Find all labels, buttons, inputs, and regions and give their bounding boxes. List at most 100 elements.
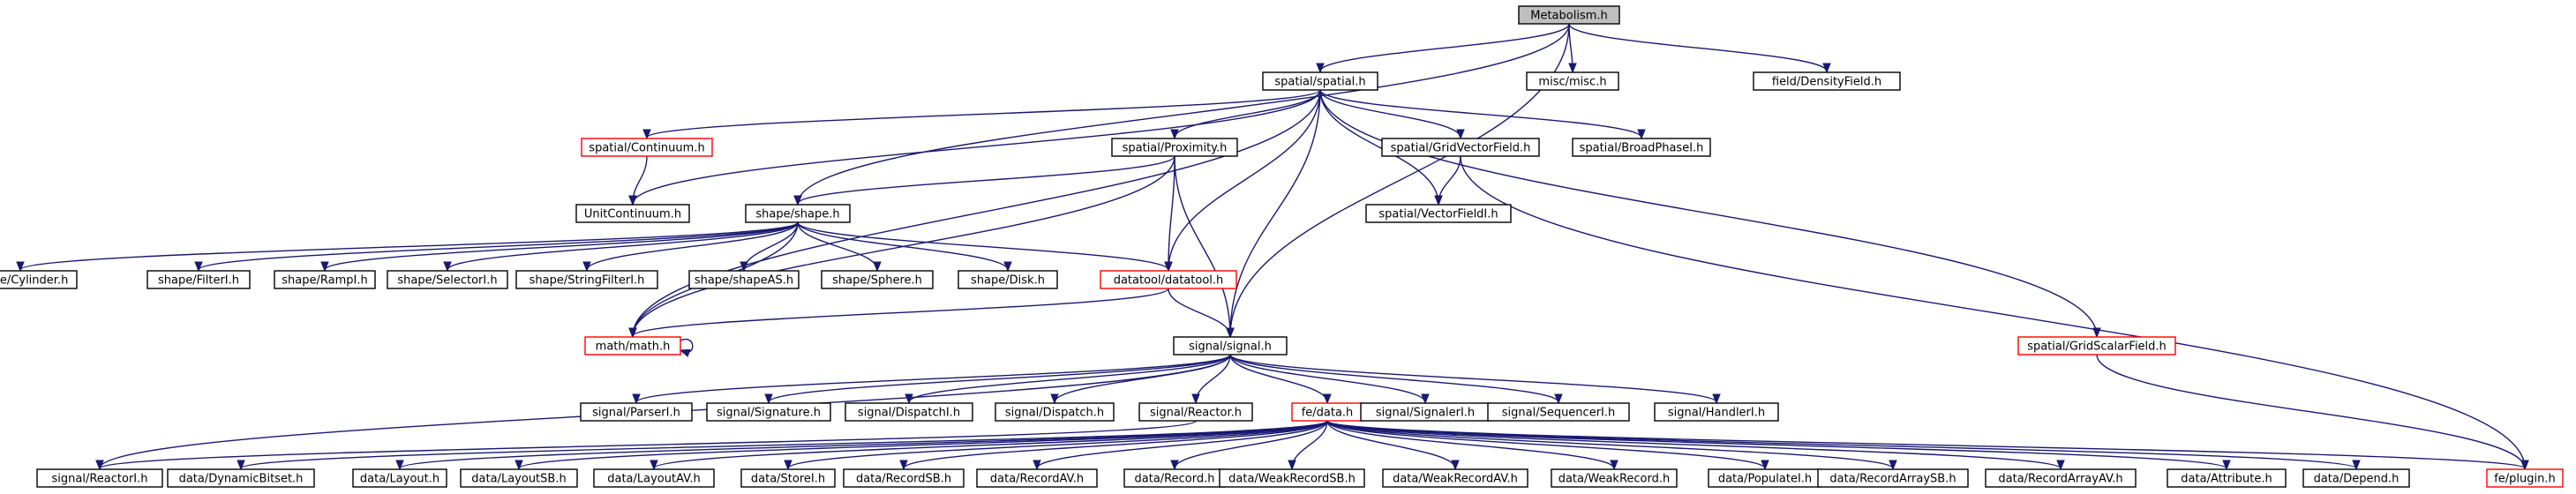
edge-arrowhead [1226,327,1235,339]
node-signal-signal-h[interactable]: signal/signal.h [1173,336,1288,356]
node-label: signal/Dispatch.h [1005,407,1104,420]
node-unitcontinuum-h[interactable]: UnitContinuum.h [575,204,690,223]
node-label: signal/DispatchI.h [858,407,960,420]
node-box [706,402,831,422]
node-data-depend-h[interactable]: data/Depend.h [2302,468,2410,488]
edge-arrowhead [2352,460,2361,471]
edge-arrowhead [514,460,523,471]
node-label: signal/ReactorI.h [52,473,148,486]
node-spatial-vectorfieldi-h[interactable]: spatial/VectorFieldI.h [1365,204,1512,223]
node-fe-data-h[interactable]: fe/data.h [1291,402,1363,422]
edge-arrowhead [320,261,329,273]
edge-line [1319,89,1642,138]
node-data-recordsb-h[interactable]: data/RecordSB.h [843,468,965,488]
edge-arrowhead [1889,460,1897,471]
node-spatial-continuum-h[interactable]: spatial/Continuum.h [581,138,713,157]
node-signal-reactori-h[interactable]: signal/ReactorI.h [36,468,163,488]
node-shape-disk-h[interactable]: shape/Disk.h [958,270,1058,289]
node-data-weakrecord-h[interactable]: data/WeakRecord.h [1551,468,1678,488]
edge-fedata-to-record [1170,420,1328,471]
node-shape-stringfilteri-h[interactable]: shape/StringFilterI.h [515,270,658,289]
node-shape-filteri-h[interactable]: shape/FilterI.h [146,270,251,289]
node-box [0,270,78,289]
node-signal-sequenceri-h[interactable]: signal/SequencerI.h [1487,402,1630,422]
edge-datatool-to-math [628,288,1169,339]
node-data-layoutsb-h[interactable]: data/LayoutSB.h [460,468,578,488]
edge-arrowhead [1323,393,1332,405]
node-field-densityfield-h[interactable]: field/DensityField.h [1753,71,1901,91]
edge-arrowhead [1164,261,1173,273]
edge-fedata-to-layoutav [650,420,1328,471]
node-spatial-spatial-h[interactable]: spatial/spatial.h [1262,71,1378,91]
node-data-dynamicbitset-h[interactable]: data/DynamicBitset.h [167,468,315,488]
edge-fedata-to-recordarraysb [1326,420,1897,471]
node-spatial-broadphasei-h[interactable]: spatial/BroadPhaseI.h [1572,138,1711,157]
edge-reactor-to-reactori [95,420,1197,471]
node-metabolism-h[interactable]: Metabolism.h [1518,5,1620,25]
node-label: shape/shape.h [755,208,839,221]
node-shape-shape-h[interactable]: shape/shape.h [745,204,851,223]
node-data-populatei-h[interactable]: data/PopulateI.h [1708,468,1822,488]
edge-line [1319,89,1461,138]
edge-signal-to-dispatchi [905,354,1231,405]
edge-line [1174,89,1321,138]
edge-line [908,354,1231,403]
node-data-recordav-h[interactable]: data/RecordAV.h [976,468,1098,488]
node-shape-shapeas-h[interactable]: shape/shapeAS.h [688,270,800,289]
edge-line [768,354,1231,403]
node-box [1753,71,1901,91]
node-shape-sphere-h[interactable]: shape/Sphere.h [821,270,934,289]
node-misc-misc-h[interactable]: misc/misc.h [1526,71,1619,91]
node-shape-rampi-h[interactable]: shape/RampI.h [274,270,376,289]
edge-shape-to-stringfilteri [582,221,799,273]
node-shape-selectori-h[interactable]: shape/SelectorI.h [387,270,508,289]
edge-line [1319,89,2098,337]
edge-arrowhead [650,460,658,471]
edge-fedata-to-populatei [1326,420,1769,471]
edge-line [1326,420,1766,469]
node-math-math-h[interactable]: math/math.h [584,336,681,356]
edge-line [797,155,1175,205]
node-data-recordarrayav-h[interactable]: data/RecordArrayAV.h [1985,468,2137,488]
node-label: field/DensityField.h [1772,76,1881,89]
node-spatial-proximity-h[interactable]: spatial/Proximity.h [1111,138,1238,157]
edge-signal-to-reactor [1191,354,1231,405]
node-data-attribute-h[interactable]: data/Attribute.h [2167,468,2287,488]
node-signal-reactor-h[interactable]: signal/Reactor.h [1138,402,1253,422]
node-data-recordarraysb-h[interactable]: data/RecordArraySB.h [1817,468,1969,488]
node-data-storei-h[interactable]: data/StoreI.h [740,468,836,488]
node-signal-dispatch-h[interactable]: signal/Dispatch.h [995,402,1115,422]
node-fe-plugin-h[interactable]: fe/plugin.h [2486,468,2564,488]
edge-signal-to-signaleri [1229,354,1430,405]
edge-metabolism-to-misc [1568,23,1577,74]
edge-signal-to-signature [764,354,1231,405]
node-box [1487,402,1630,422]
edge-arrowhead [1554,393,1563,405]
edge-continuum-to-unitcontinuum [628,155,648,206]
node-signal-parseri-h[interactable]: signal/ParserI.h [580,402,693,422]
node-data-layoutav-h[interactable]: data/LayoutAV.h [593,468,715,488]
node-data-layout-h[interactable]: data/Layout.h [352,468,447,488]
nodes-layer: Metabolism.h spatial/spatial.h misc/misc.h… [0,5,2564,488]
edge-line [797,23,1570,205]
node-datatool-datatool-h[interactable]: datatool/datatool.h [1100,270,1237,289]
node-data-weakrecordav-h[interactable]: data/WeakRecordAV.h [1382,468,1528,488]
node-signal-signature-h[interactable]: signal/Signature.h [706,402,831,422]
node-spatial-gridvectorfield-h[interactable]: spatial/GridVectorField.h [1381,138,1540,157]
node-label: data/Record.h [1135,473,1215,486]
node-signal-dispatchi-h[interactable]: signal/DispatchI.h [845,402,973,422]
node-label: signal/SignalerI.h [1376,407,1475,420]
edge-arrowhead [679,348,691,357]
node-spatial-gridscalarfield-h[interactable]: spatial/GridScalarField.h [2017,336,2176,356]
node-shape-cylinder-h[interactable]: shape/Cylinder.h [0,270,78,289]
edge-arrowhead [443,261,452,273]
edge-fedata-to-dynamicbitset [237,420,1328,471]
node-signal-signaleri-h[interactable]: signal/SignalerI.h [1360,402,1491,422]
node-box [1382,468,1528,488]
edge-shape-to-disk [797,221,1012,273]
edge-arrowhead [1761,460,1769,471]
node-label: math/math.h [596,341,671,354]
node-data-weakrecordsb-h[interactable]: data/WeakRecordSB.h [1219,468,1365,488]
node-data-record-h[interactable]: data/Record.h [1123,468,1226,488]
node-signal-handleri-h[interactable]: signal/HandlerI.h [1654,402,1779,422]
